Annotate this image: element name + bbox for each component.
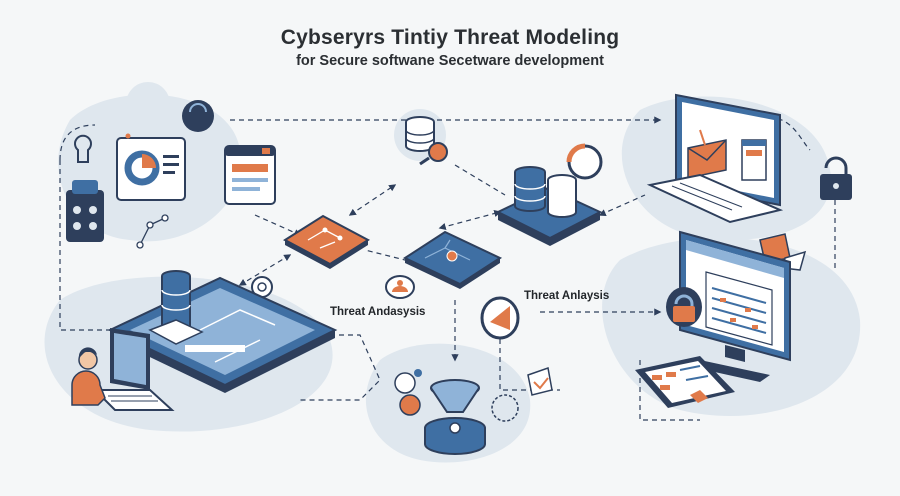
shield-badges <box>251 275 520 340</box>
browser-window-card <box>224 145 276 205</box>
magnifier-icon <box>428 142 448 162</box>
orange-circuit-platform <box>283 214 370 269</box>
lock-icon <box>824 156 848 176</box>
threat-analysis-label-left: Threat Andasysis <box>330 306 426 318</box>
server-database-stack <box>495 143 603 246</box>
database-magnifier <box>405 116 448 166</box>
gear-icon <box>491 394 519 422</box>
tablet-bottomright <box>635 356 735 408</box>
blue-circuit-platform <box>402 230 503 289</box>
analysis-funnel-bottom <box>394 367 553 455</box>
laptop-workstation <box>71 270 338 411</box>
monitor-bottomright <box>666 230 791 382</box>
page-subtitle: for Secure softwane Secetware developmen… <box>296 53 604 69</box>
chat-bubble-icon <box>394 372 416 394</box>
laptop-topright <box>646 93 784 224</box>
threat-analysis-label-right: Threat Anlaysis <box>524 290 610 302</box>
star-icon <box>690 390 708 403</box>
flag-icon <box>527 367 553 396</box>
gear-icon <box>125 133 131 139</box>
keyhole-icon <box>74 134 92 163</box>
security-cluster-topleft <box>66 100 214 249</box>
page-title: Cybseryrs Tintiy Threat Modeling <box>280 26 620 49</box>
padlock-topright <box>820 156 852 200</box>
